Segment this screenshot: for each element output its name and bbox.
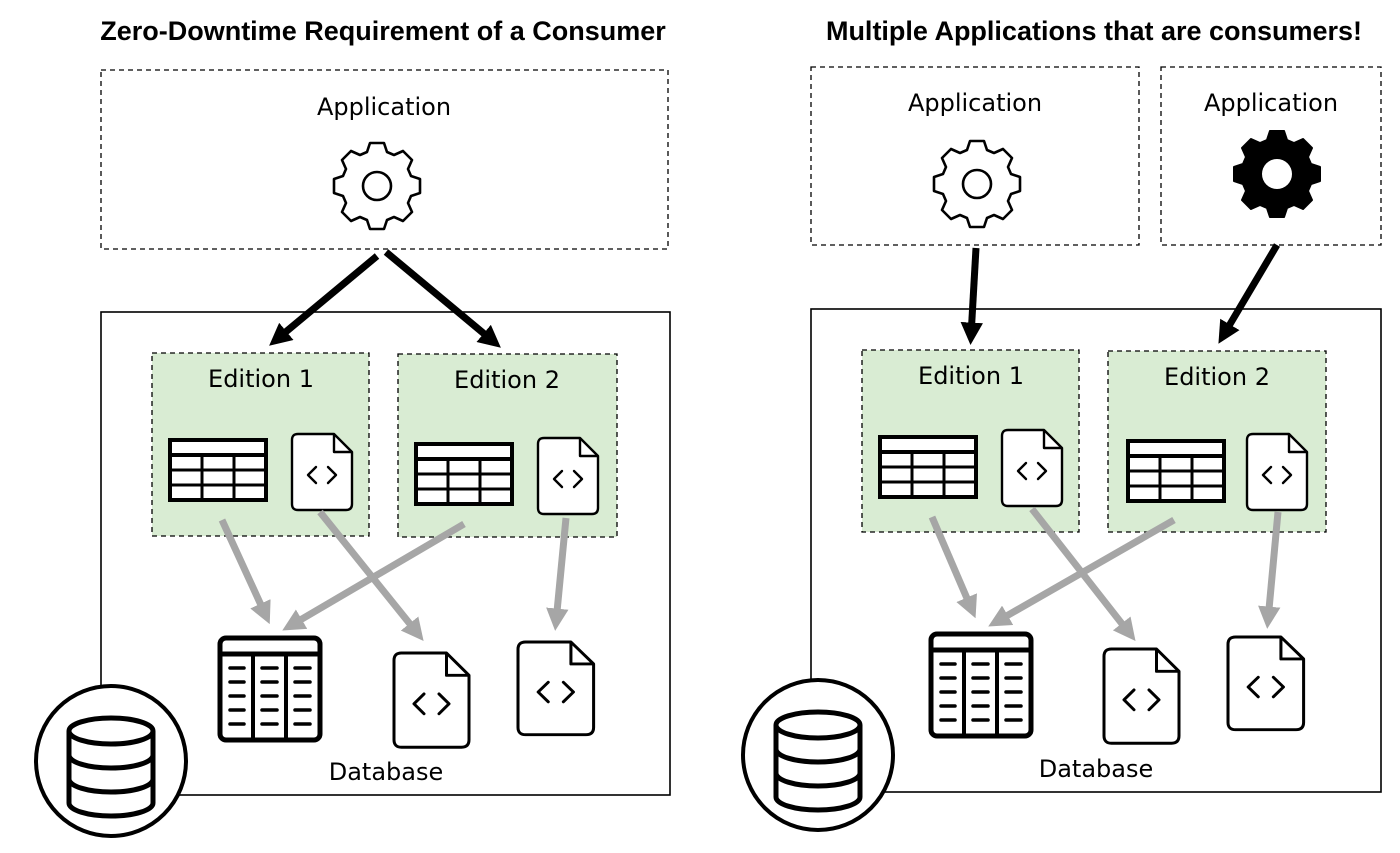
application-box: Application: [100, 69, 669, 250]
right-panel: Multiple Applications that are consumers…: [743, 16, 1382, 830]
application-label: Application: [1204, 89, 1338, 117]
edition-1-label: Edition 1: [208, 365, 314, 393]
application-label: Application: [908, 89, 1042, 117]
edition-1-box: Edition 1: [861, 349, 1080, 533]
edition-2-label: Edition 2: [454, 366, 560, 394]
application-label: Application: [317, 93, 451, 121]
left-panel: Zero-Downtime Requirement of a Consumer …: [36, 16, 671, 836]
database-label: Database: [329, 758, 444, 786]
edition-2-label: Edition 2: [1164, 363, 1270, 391]
database-icon: [743, 680, 893, 830]
code-file-icon: [1000, 428, 1064, 508]
database-label: Database: [1039, 755, 1154, 783]
gear-outline-icon: [332, 141, 422, 231]
application-box-2: Application: [1160, 66, 1382, 246]
bold-table-icon: [931, 634, 1031, 736]
consumer-arrow: [269, 253, 380, 346]
code-file-icon: [516, 640, 596, 737]
table-icon: [168, 438, 268, 502]
data-flow-arrow: [988, 516, 1176, 627]
code-file-icon: [536, 436, 600, 516]
data-flow-arrow: [317, 509, 424, 641]
table-icon: [1126, 439, 1226, 503]
edition-2-box: Edition 2: [397, 353, 618, 538]
consumer-arrow: [383, 249, 501, 348]
code-file-icon: [1226, 635, 1306, 732]
data-flow-arrow: [218, 518, 271, 625]
data-flow-arrow: [1258, 511, 1282, 629]
data-flow-arrow: [928, 515, 977, 619]
consumer-arrow: [960, 247, 983, 345]
gear-outline-icon: [932, 139, 1022, 229]
gear-solid-icon: [1233, 130, 1321, 218]
edition-1-label: Edition 1: [918, 362, 1024, 390]
code-file-icon: [392, 651, 471, 749]
code-file-icon: [1102, 647, 1181, 745]
table-icon: [878, 435, 978, 499]
edition-1-box: Edition 1: [151, 352, 370, 537]
edition-2-box: Edition 2: [1107, 350, 1327, 533]
consumer-arrow: [1218, 243, 1281, 344]
application-box-1: Application: [810, 66, 1140, 246]
left-panel-title: Zero-Downtime Requirement of a Consumer: [100, 16, 666, 46]
code-file-icon: [290, 432, 354, 512]
code-file-icon: [1245, 432, 1309, 512]
data-flow-arrow: [282, 520, 466, 631]
right-panel-title: Multiple Applications that are consumers…: [826, 16, 1362, 46]
data-flow-arrow: [546, 517, 570, 631]
database-icon: [36, 686, 186, 836]
table-icon: [414, 442, 514, 506]
bold-table-icon: [220, 638, 320, 740]
